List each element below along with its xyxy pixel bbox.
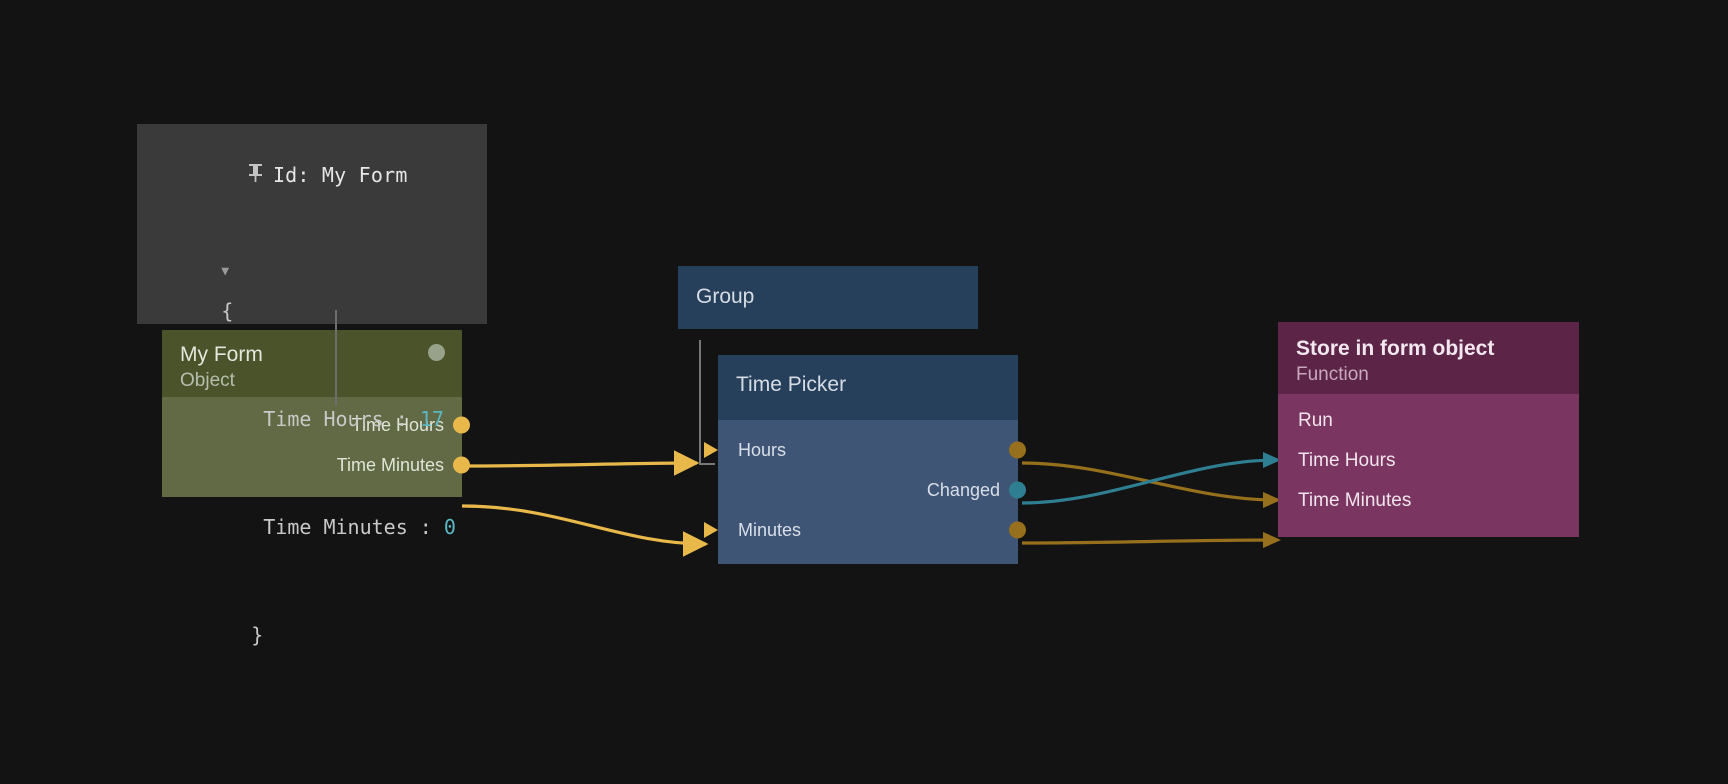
node-time-picker-title: Time Picker <box>736 373 847 396</box>
output-port-label: Changed <box>926 479 1000 500</box>
input-port-row-time-hours[interactable]: Time Hours <box>1278 441 1579 481</box>
node-store-subtitle: Function <box>1296 364 1369 385</box>
pinned-value-inspector[interactable]: Id: My Form ▼ { Time Hours : 17 Time Min… <box>137 124 487 647</box>
inspector-title-text: Id: My Form <box>272 162 408 187</box>
inspector-entry-value: 17 <box>419 407 444 431</box>
output-port-dot-icon[interactable] <box>453 416 470 434</box>
node-store-title: Store in form object <box>1296 337 1495 360</box>
output-port-label: Time Minutes <box>336 454 444 475</box>
node-my-form-header[interactable]: My Form Object <box>162 330 462 397</box>
input-port-arrow-icon[interactable] <box>704 522 718 538</box>
inspector-entry-row: Time Minutes : 0 <box>137 473 487 581</box>
inspector-entry-separator: : <box>419 515 432 539</box>
output-port-dot-icon[interactable] <box>1009 481 1026 499</box>
node-group-header[interactable]: Group <box>678 266 978 329</box>
node-my-form-title: My Form <box>180 343 263 366</box>
output-port-dot-icon[interactable] <box>1009 441 1026 459</box>
node-my-form-subtitle: Object <box>180 370 235 391</box>
inspector-entry-row: Time Hours : 17 <box>137 365 487 473</box>
node-store-body: Run Time Hours Time Minutes <box>1278 394 1579 537</box>
inspector-entry-separator: : <box>395 407 408 431</box>
output-port-row-time-minutes[interactable]: Time Minutes <box>162 445 470 485</box>
output-port-label: Time Hours <box>351 414 444 435</box>
inspector-open-brace-row[interactable]: ▼ { <box>137 217 487 365</box>
caret-down-icon[interactable]: ▼ <box>221 264 230 279</box>
inspector-open-brace: { <box>221 299 234 323</box>
wire-timehours-to-hours <box>461 450 700 476</box>
node-group[interactable]: Group <box>678 266 978 329</box>
input-port-row-minutes[interactable]: Minutes <box>704 510 1026 550</box>
input-port-label: Run <box>1298 410 1333 431</box>
node-store-header[interactable]: Store in form object Function <box>1278 322 1579 394</box>
output-port-dot-icon[interactable] <box>453 456 470 474</box>
output-port-dot-icon[interactable] <box>1009 521 1026 539</box>
node-group-title: Group <box>696 285 755 308</box>
input-port-label: Time Hours <box>1298 450 1396 471</box>
inspector-tree-guide <box>335 310 337 406</box>
node-time-picker-body: Hours Changed Minutes <box>704 420 1026 564</box>
node-time-picker-header[interactable]: Time Picker <box>718 355 1018 420</box>
inspector-close-brace-row: } <box>137 581 487 689</box>
input-port-label: Time Minutes <box>1298 490 1412 511</box>
group-child-connector-line <box>699 340 701 464</box>
node-store-in-form-object[interactable]: Store in form object Function Run Time H… <box>1278 322 1579 537</box>
input-port-row-run[interactable]: Run <box>1278 401 1579 441</box>
input-port-label: Minutes <box>738 519 802 540</box>
output-port-row-changed[interactable]: Changed <box>718 470 1026 510</box>
inspector-title-row: Id: My Form <box>137 134 487 217</box>
status-dot-icon[interactable] <box>428 344 445 361</box>
input-port-row-hours[interactable]: Hours <box>704 430 1026 470</box>
wire-timeminutes-to-minutes <box>461 504 709 557</box>
inspector-entry-key: Time Hours <box>263 407 384 431</box>
wire-picker-hours-to-store-timehours <box>1021 461 1277 502</box>
node-my-form[interactable]: My Form Object Time Hours Time Minutes <box>162 330 470 497</box>
node-my-form-body: Time Hours Time Minutes <box>162 397 470 497</box>
output-port-row-time-hours[interactable]: Time Hours <box>162 405 470 445</box>
inspector-entry-key: Time Minutes <box>263 515 408 539</box>
inspector-entry-value: 0 <box>443 515 456 539</box>
node-time-picker[interactable]: Time Picker Hours Changed Minutes <box>704 355 1026 564</box>
input-port-row-time-minutes[interactable]: Time Minutes <box>1278 481 1579 521</box>
group-child-connector-tick <box>699 463 715 465</box>
wire-picker-minutes-to-store-timeminutes <box>1021 538 1277 545</box>
pin-icon[interactable] <box>149 138 264 211</box>
wire-changed-to-run <box>1021 458 1277 505</box>
input-port-arrow-icon[interactable] <box>704 442 718 458</box>
inspector-close-brace: } <box>251 623 264 647</box>
input-port-label: Hours <box>738 439 787 460</box>
